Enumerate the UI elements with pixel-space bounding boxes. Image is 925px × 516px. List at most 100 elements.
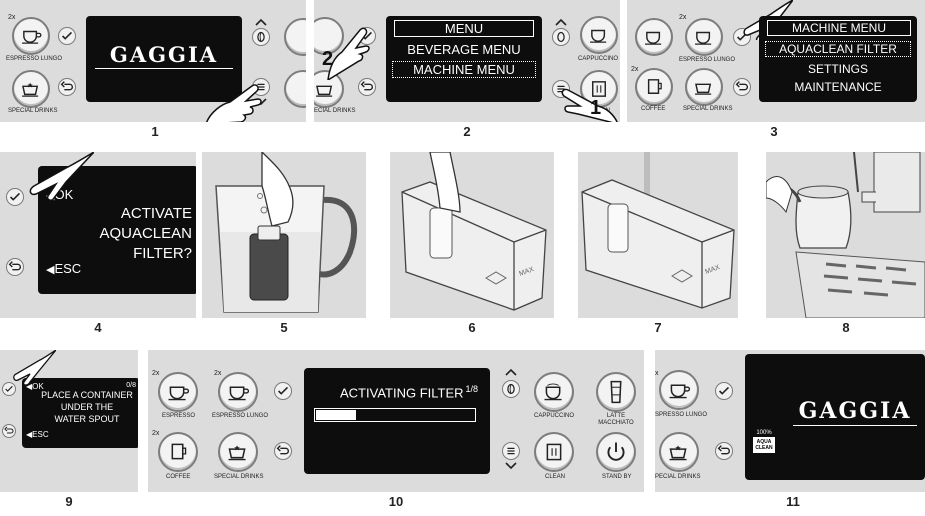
back-button[interactable] [733,78,751,96]
back-icon [276,445,289,455]
espresso-label: ESPRESSO [162,413,196,419]
panel-8-number: 8 [842,320,850,335]
ok-button[interactable] [58,27,76,45]
menu-button[interactable] [502,442,520,460]
espresso-button[interactable] [158,372,198,412]
special-drinks-label: PECIAL DRINKS [655,474,701,480]
display-screen: GAGGIA [86,16,242,102]
panel-1: 2x ESPRESSO LUNGO SPECIAL DRINKS GAGGIA [0,0,306,122]
display-screen: GAGGIA 100% AQUA CLEAN [745,354,925,480]
ok-button[interactable] [715,382,733,400]
panel-3: 2x ESPRESSO LUNGO 2x COFFEE SPECIAL DRIN… [627,0,925,122]
ok-button[interactable] [2,382,16,396]
standby-button[interactable] [596,432,636,472]
cappuccino-label: CAPPUCCINO [534,413,575,419]
special-drinks-button[interactable] [685,68,723,106]
clean-label: CLEAN [545,474,566,480]
menu-item-settings[interactable]: SETTINGS [807,62,868,76]
special-drinks-label: SPECIAL DRINKS [683,106,733,112]
display-screen: MENU BEVERAGE MENU MACHINE MENU [386,16,542,102]
hand-pointer-icon [561,88,618,122]
left-arrow-icon: ◀ [46,264,55,276]
ok-indicator[interactable]: ◀OK [26,382,44,391]
back-button[interactable] [6,258,24,276]
menu-item-machine[interactable]: MACHINE MENU [392,61,536,78]
espresso-lungo-button[interactable] [12,17,50,55]
back-icon [360,81,373,91]
esc-indicator[interactable]: ◀ESC [46,261,81,276]
message-line: WATER SPOUT [54,414,120,424]
gaggia-logo: GAGGIA [785,398,925,426]
bean-button[interactable] [502,380,520,398]
coffee-button[interactable] [158,432,198,472]
status-text: ACTIVATING FILTER [340,385,464,401]
ok-button[interactable] [6,188,24,206]
espresso-lungo-button[interactable] [685,18,723,56]
progress-fill [316,410,356,420]
clean-button-partial[interactable] [284,70,306,108]
back-button[interactable] [58,78,76,96]
special-drinks-button[interactable] [218,432,258,472]
espresso-lungo-label: ESPRESSO LUNGO [212,413,269,419]
cappuccino-button[interactable] [534,372,574,412]
panel-2: ECIAL DRINKS 2 MENU BEVERAGE MENU MACHIN… [314,0,620,122]
bean-icon [557,31,565,43]
menu-title: MENU [394,20,534,37]
panel-10-number: 10 [388,494,404,509]
back-icon [60,81,73,91]
ok-button[interactable] [274,382,292,400]
back-button[interactable] [274,442,292,460]
bean-button[interactable] [252,28,270,46]
back-icon [8,261,21,271]
ok-label: OK [32,382,44,391]
back-button[interactable] [358,78,376,96]
cappuccino-button[interactable] [580,16,618,54]
step-counter: 0/8 [126,382,136,389]
coffee-button[interactable] [635,68,673,106]
special-drinks-button[interactable] [12,70,50,108]
double-shot-label: 2x [8,14,16,21]
double-shot-label: 2x [214,370,222,377]
menu-item-maintenance[interactable]: MAINTENANCE [794,80,882,94]
cup-icon [695,31,712,45]
special-drinks-label: ECIAL DRINKS [314,108,356,114]
back-button[interactable] [2,424,16,438]
message-line: FILTER? [133,245,192,262]
panel-2-number: 2 [463,124,471,139]
special-drinks-label: SPECIAL DRINKS [8,108,58,114]
menu-item-aquaclean[interactable]: AQUACLEAN FILTER [765,41,911,57]
panel-9: ◀OK 0/8 PLACE A CONTAINER UNDER THE WATE… [0,350,138,492]
check-icon [9,192,21,201]
espresso-button-partial[interactable] [635,18,673,56]
cup-icon [645,31,662,45]
check-icon [61,31,73,40]
espresso-lungo-button[interactable] [218,372,258,412]
latte-macchiato-button[interactable] [596,372,636,412]
water-tank-illustration: MAX [390,152,554,318]
double-shot-label: 2x [152,370,160,377]
container-under-spout-illustration [766,152,925,318]
message-line: AQUACLEAN [99,225,192,242]
display-screen: ◀OK 0/8 PLACE A CONTAINER UNDER THE WATE… [22,378,138,448]
latte-macchiato-label: LATTE MACCHIATO [590,413,642,427]
espresso-lungo-button-partial[interactable] [314,17,344,55]
bean-button[interactable] [552,28,570,46]
clean-button[interactable] [534,432,574,472]
latte-macchiato-text: LATTE MACCHIATO [598,413,634,426]
esc-indicator[interactable]: ◀ESC [26,430,49,439]
star-cup-icon [316,85,333,97]
special-drinks-label: SPECIAL DRINKS [214,474,264,480]
activate-message: ACTIVATE AQUACLEAN FILTER? [99,204,192,264]
message-line: PLACE A CONTAINER [41,390,133,400]
cappuccino-button-partial[interactable] [284,18,306,56]
special-drinks-button[interactable] [659,432,699,472]
left-arrow-icon: ◀ [26,430,33,439]
esc-label: ESC [54,261,82,276]
menu-item-beverage[interactable]: BEVERAGE MENU [407,42,521,57]
back-button[interactable] [715,442,733,460]
tall-cup-icon [171,443,187,460]
espresso-lungo-button[interactable] [659,370,699,410]
panel-5-number: 5 [280,320,288,335]
